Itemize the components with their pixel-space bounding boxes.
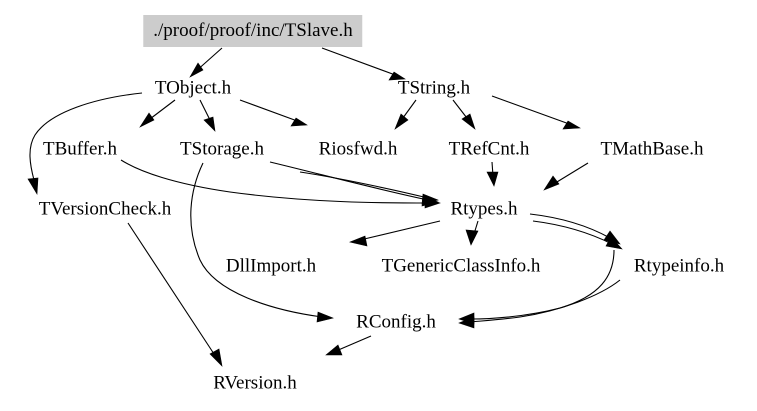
edge-rtypeinfo-to-rconfig: [458, 279, 621, 329]
edge-tstring-to-tmathbase: [491, 95, 582, 130]
node-tversioncheck[interactable]: TVersionCheck.h: [38, 198, 172, 220]
node-tgenericclassinfo[interactable]: TGenericClassInfo.h: [381, 255, 541, 277]
node-trefcnt[interactable]: TRefCnt.h: [448, 138, 530, 160]
edge-rconfig-to-rversion: [325, 335, 372, 356]
edge-tmathbase-to-rtypes: [543, 162, 589, 191]
edge-root-to-tstring: [321, 47, 406, 81]
edge-rtypes-to-tgenericclassinfo: [465, 220, 479, 246]
node-root[interactable]: ./proof/proof/inc/TSlave.h: [143, 15, 363, 47]
node-rtypeinfo[interactable]: Rtypeinfo.h: [633, 255, 725, 277]
edge-riosfwd-to-rtypes: [299, 171, 439, 205]
edge-tversioncheck-to-rversion: [127, 222, 223, 367]
edge-rtypes-to-rtypeinfo-alt: [532, 220, 623, 250]
edge-rtypes-to-dllimport: [349, 220, 441, 247]
edge-rtypes-to-rtypeinfo: [529, 213, 621, 245]
node-rconfig[interactable]: RConfig.h: [356, 311, 436, 333]
node-tobject[interactable]: TObject.h: [154, 77, 232, 99]
edge-tstring-to-riosfwd: [394, 99, 417, 130]
node-riosfwd[interactable]: Riosfwd.h: [318, 138, 398, 160]
edge-trefcnt-to-rtypes: [486, 161, 499, 187]
edge-tobject-to-tbuffer: [139, 99, 176, 128]
node-rversion[interactable]: RVersion.h: [213, 372, 297, 394]
edge-tobject-to-tversioncheck: [27, 92, 143, 195]
edge-tobject-to-tstorage: [199, 99, 216, 132]
edge-tstorage-to-rconfig: [190, 162, 334, 323]
node-tstring[interactable]: TString.h: [397, 77, 471, 99]
edge-tstring-to-trefcnt: [452, 99, 476, 130]
edge-root-to-tobject: [189, 47, 223, 78]
node-dllimport[interactable]: DllImport.h: [225, 255, 317, 277]
node-tmathbase[interactable]: TMathBase.h: [600, 138, 704, 160]
node-tbuffer[interactable]: TBuffer.h: [42, 138, 118, 160]
edge-tobject-to-riosfwd: [239, 99, 308, 127]
node-rtypes[interactable]: Rtypes.h: [450, 198, 518, 220]
node-tstorage[interactable]: TStorage.h: [180, 138, 264, 160]
